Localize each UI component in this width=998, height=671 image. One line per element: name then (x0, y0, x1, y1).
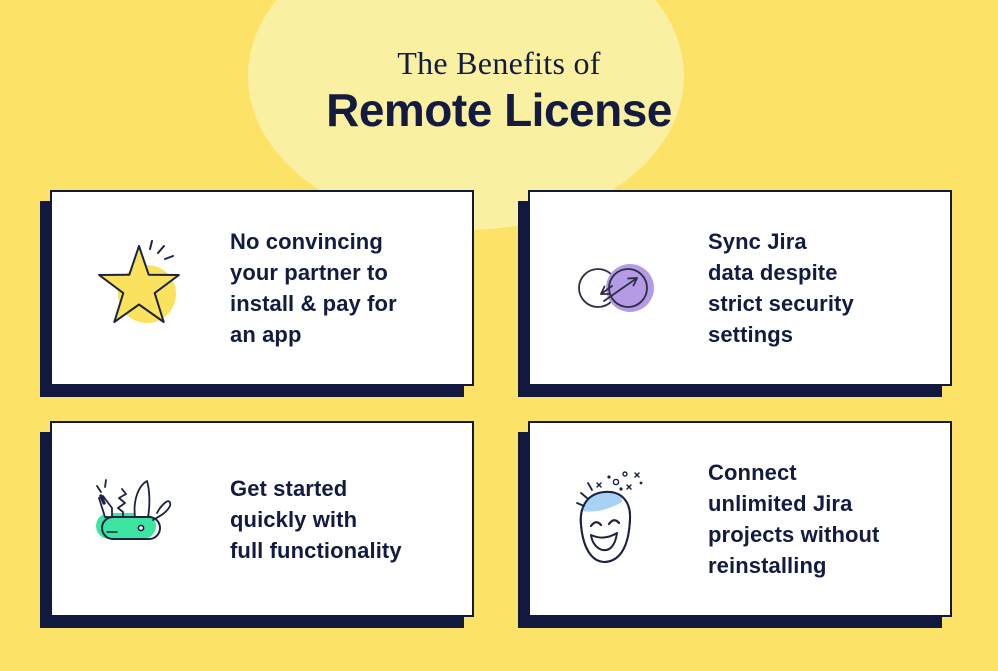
star-icon (98, 240, 180, 323)
page-title: Remote License (326, 84, 672, 136)
benefit-text: No convincing your partner to install & … (230, 229, 397, 347)
benefit-text: Get started quickly with full functional… (230, 475, 402, 563)
benefit-card: Sync Jira data despite strict security s… (528, 190, 952, 386)
swiss-army-knife-icon (96, 479, 172, 540)
open-mind-icon (576, 471, 643, 564)
benefit-card: Get started quickly with full functional… (50, 421, 474, 617)
benefits-grid: No convincing your partner to install & … (50, 190, 952, 617)
header: The Benefits of Remote License (0, 44, 998, 136)
benefit-text: Sync Jira data despite strict security s… (708, 229, 854, 347)
benefit-card: No convincing your partner to install & … (50, 190, 474, 386)
sync-icon (578, 264, 654, 312)
benefit-card: Connect unlimited Jira projects without … (528, 421, 952, 617)
benefit-text: Connect unlimited Jira projects without … (708, 460, 880, 578)
title-eyebrow: The Benefits of (397, 45, 601, 81)
